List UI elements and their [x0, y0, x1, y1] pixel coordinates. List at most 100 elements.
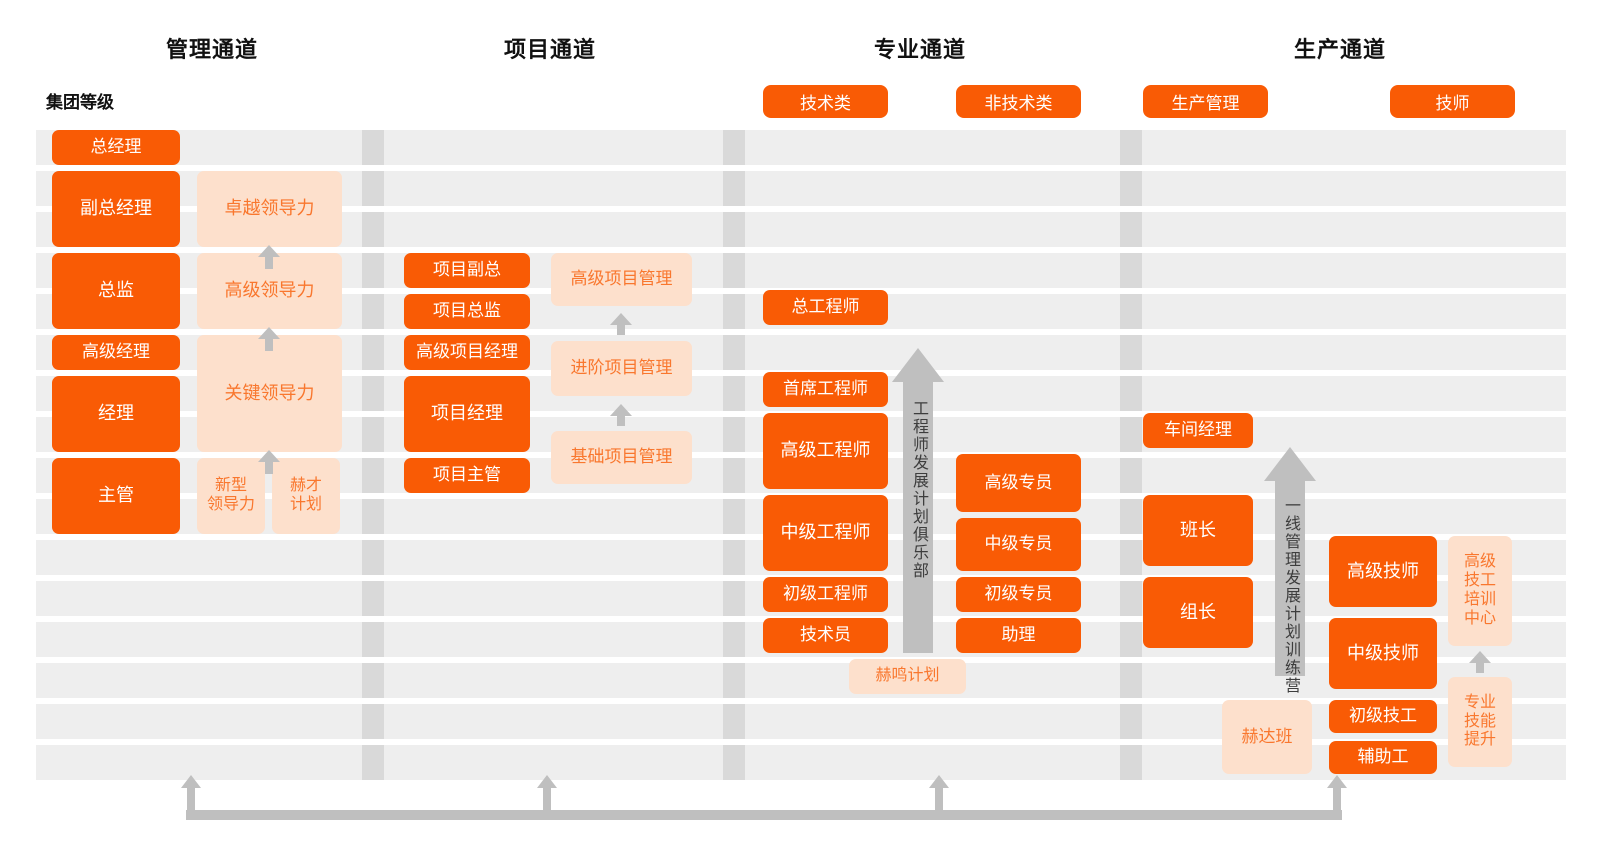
arrow-engineer-development-label: 工程师发展计划俱乐部	[910, 400, 927, 580]
grid-row-9-segment-1	[384, 499, 723, 534]
box-management-program-4[interactable]: 赫才 计划	[272, 458, 340, 534]
box-production-technician-0[interactable]: 高级技师	[1329, 536, 1437, 607]
grid-separator-13-2	[1120, 663, 1142, 698]
grid-separator-4-0	[362, 294, 384, 329]
grid-separator-6-0	[362, 376, 384, 411]
grid-separator-9-2	[1120, 499, 1142, 534]
grid-separator-10-0	[362, 540, 384, 575]
pill-non-technical[interactable]: 非技术类	[956, 85, 1081, 118]
pill-technical[interactable]: 技术类	[763, 85, 888, 118]
grid-separator-5-1	[723, 335, 745, 370]
grid-separator-7-1	[723, 417, 745, 452]
box-project-position-1[interactable]: 项目总监	[404, 294, 530, 329]
arrow-up-project-2	[610, 404, 632, 426]
box-management-position-1[interactable]: 副总经理	[52, 171, 180, 247]
box-project-position-3[interactable]: 项目经理	[404, 376, 530, 452]
grid-separator-2-1	[723, 212, 745, 247]
box-professional-tech-0[interactable]: 总工程师	[763, 290, 888, 325]
box-professional-nontech-2[interactable]: 初级专员	[956, 577, 1081, 612]
box-production-technician-1[interactable]: 中级技师	[1329, 618, 1437, 689]
box-project-position-4[interactable]: 项目主管	[404, 458, 530, 493]
grid-separator-2-3	[1502, 212, 1566, 247]
grid-row-1-segment-1	[384, 171, 723, 206]
grid-separator-3-2	[1120, 253, 1142, 288]
box-management-program-1[interactable]: 高级领导力	[197, 253, 342, 329]
grid-row-0-segment-2	[745, 130, 1120, 165]
grid-row-0-segment-3	[1142, 130, 1564, 165]
box-production-technician-2[interactable]: 初级技工	[1329, 700, 1437, 733]
channel-title-management: 管理通道	[165, 37, 258, 62]
arrow-up-management-3	[258, 450, 280, 474]
box-project-position-2[interactable]: 高级项目经理	[404, 335, 530, 370]
grid-separator-7-0	[362, 417, 384, 452]
box-professional-tech-5[interactable]: 技术员	[763, 618, 888, 653]
grid-row-11-segment-0	[36, 581, 362, 616]
grid-separator-13-3	[1502, 663, 1566, 698]
box-professional-program-0[interactable]: 赫鸣计划	[849, 659, 966, 694]
grid-separator-15-3	[1502, 745, 1566, 780]
box-professional-tech-2[interactable]: 高级工程师	[763, 413, 888, 489]
box-management-position-2[interactable]: 总监	[52, 253, 180, 329]
grid-separator-14-1	[723, 704, 745, 739]
grid-separator-3-0	[362, 253, 384, 288]
grid-separator-3-1	[723, 253, 745, 288]
grid-row-8-segment-3	[1142, 458, 1564, 493]
channel-title-professional: 专业通道	[873, 37, 966, 62]
grid-separator-5-2	[1120, 335, 1142, 370]
box-professional-nontech-3[interactable]: 助理	[956, 618, 1081, 653]
grid-separator-7-3	[1502, 417, 1566, 452]
box-production-mgmt-1[interactable]: 班长	[1143, 495, 1253, 566]
grid-row-14-segment-0	[36, 704, 362, 739]
box-production-mgmt-0[interactable]: 车间经理	[1143, 413, 1253, 448]
box-management-program-0[interactable]: 卓越领导力	[197, 171, 342, 247]
grid-separator-6-3	[1502, 376, 1566, 411]
grid-row-5-segment-3	[1142, 335, 1564, 370]
box-management-program-2[interactable]: 关键领导力	[197, 335, 342, 452]
grid-row-3-segment-3	[1142, 253, 1564, 288]
box-management-position-3[interactable]: 高级经理	[52, 335, 180, 370]
grid-separator-5-3	[1502, 335, 1566, 370]
box-professional-nontech-1[interactable]: 中级专员	[956, 518, 1081, 571]
grid-separator-12-3	[1502, 622, 1566, 657]
box-project-program-2[interactable]: 基础项目管理	[551, 431, 692, 484]
box-production-program-0[interactable]: 赫达班	[1222, 700, 1312, 774]
box-production-program-1[interactable]: 高级 技工 培训 中心	[1448, 536, 1512, 646]
box-production-program-2[interactable]: 专业 技能 提升	[1448, 677, 1512, 767]
pill-technician[interactable]: 技师	[1390, 85, 1515, 118]
grid-row-12-segment-0	[36, 622, 362, 657]
box-project-program-1[interactable]: 进阶项目管理	[551, 341, 692, 396]
grid-separator-3-3	[1502, 253, 1566, 288]
grid-row-0-segment-1	[384, 130, 723, 165]
arrow-frontline-management-program: 一线管理发展计划训练营	[1258, 447, 1322, 695]
grid-row-15-segment-2	[745, 745, 1120, 780]
box-project-program-0[interactable]: 高级项目管理	[551, 253, 692, 306]
box-project-position-0[interactable]: 项目副总	[404, 253, 530, 288]
pill-production-management[interactable]: 生产管理	[1143, 85, 1268, 118]
grid-row-2-segment-2	[745, 212, 1120, 247]
box-management-position-4[interactable]: 经理	[52, 376, 180, 452]
channel-title-project: 项目通道	[503, 37, 596, 62]
box-management-program-3[interactable]: 新型 领导力	[197, 458, 265, 534]
grid-separator-8-3	[1502, 458, 1566, 493]
grid-separator-9-1	[723, 499, 745, 534]
grid-row-2-segment-3	[1142, 212, 1564, 247]
rail-arrow-1	[537, 775, 557, 810]
grid-row-14-segment-2	[745, 704, 1120, 739]
grid-row-11-segment-1	[384, 581, 723, 616]
grid-row-12-segment-1	[384, 622, 723, 657]
grid-separator-10-2	[1120, 540, 1142, 575]
box-management-position-0[interactable]: 总经理	[52, 130, 180, 165]
box-professional-tech-3[interactable]: 中级工程师	[763, 495, 888, 571]
box-professional-nontech-0[interactable]: 高级专员	[956, 454, 1081, 512]
box-production-technician-3[interactable]: 辅助工	[1329, 741, 1437, 774]
grid-separator-13-0	[362, 663, 384, 698]
grid-row-14-segment-1	[384, 704, 723, 739]
grid-separator-11-0	[362, 581, 384, 616]
box-production-mgmt-2[interactable]: 组长	[1143, 577, 1253, 648]
grid-separator-1-3	[1502, 171, 1566, 206]
box-professional-tech-1[interactable]: 首席工程师	[763, 372, 888, 407]
box-management-position-5[interactable]: 主管	[52, 458, 180, 534]
grid-separator-0-2	[1120, 130, 1142, 165]
grid-row-13-segment-0	[36, 663, 362, 698]
box-professional-tech-4[interactable]: 初级工程师	[763, 577, 888, 612]
